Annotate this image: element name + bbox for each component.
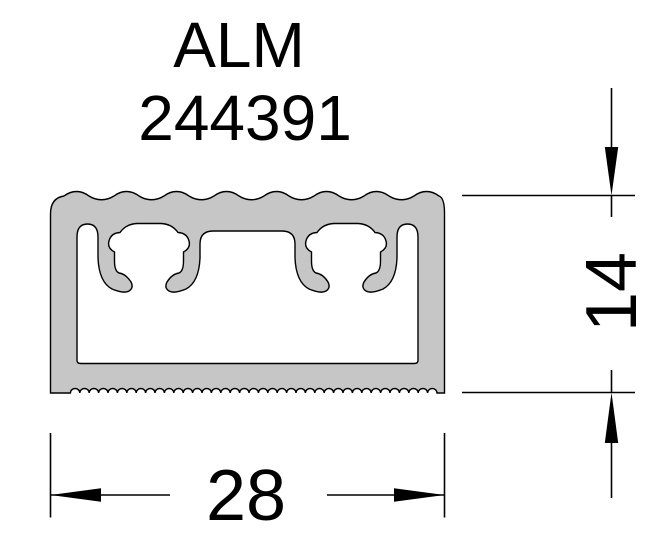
arrowhead-left-icon: [50, 488, 101, 502]
arrowhead-down-icon: [604, 147, 619, 196]
extrusion-profile-cross-section: [49, 190, 446, 394]
part-number-label: 244391: [138, 82, 352, 154]
arrowhead-up-icon: [604, 392, 619, 443]
width-dimension-value: 28: [206, 456, 286, 536]
height-dimension: 14: [462, 88, 652, 498]
height-dimension-value: 14: [572, 252, 652, 332]
part-name-label: ALM: [173, 9, 305, 81]
width-dimension: 28: [49, 433, 446, 536]
arrowhead-right-icon: [394, 488, 445, 502]
